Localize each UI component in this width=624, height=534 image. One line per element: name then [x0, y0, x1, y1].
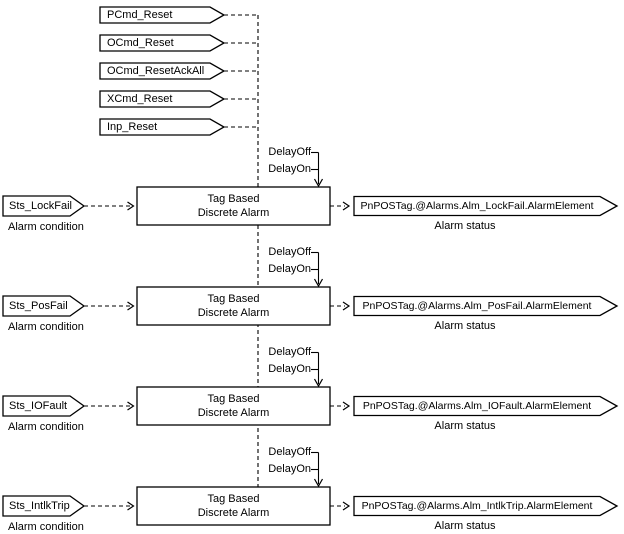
input-tag-label: Sts_PosFail — [9, 300, 68, 312]
delayon-label: DelayOn — [268, 463, 311, 475]
input-tag-label: Sts_IOFault — [9, 400, 68, 412]
input-caption: Alarm condition — [8, 321, 84, 333]
down-arrowhead-icon — [313, 178, 324, 188]
alarm-block-shape — [136, 286, 331, 326]
output-tag-label: PnPOSTag.@Alarms.Alm_PosFail.AlarmElemen… — [362, 300, 592, 312]
reset-tag-shape — [99, 34, 226, 52]
output-tag-label: PnPOSTag.@Alarms.Alm_LockFail.AlarmEleme… — [360, 200, 594, 212]
input-caption: Alarm condition — [8, 521, 84, 533]
input-caption: Alarm condition — [8, 421, 84, 433]
right-arrowhead-icon — [342, 501, 351, 511]
alarm-row — [2, 251, 619, 326]
down-arrowhead-icon — [313, 278, 324, 288]
reset-tag-label: Inp_Reset — [107, 121, 158, 133]
output-tag-shape — [353, 395, 619, 417]
block-label-line1: Tag Based — [207, 492, 260, 505]
reset-tag-shape — [99, 62, 226, 80]
delayon-label: DelayOn — [268, 163, 311, 175]
input-tag-shape — [2, 495, 86, 517]
alarm-block-shape — [136, 186, 331, 226]
right-arrowhead-icon — [342, 401, 351, 411]
delayoff-label: DelayOff — [268, 246, 311, 258]
alarm-block-label: Tag Based Discrete Alarm — [137, 287, 330, 325]
output-tag-label: PnPOSTag.@Alarms.Alm_IOFault.AlarmElemen… — [362, 400, 592, 412]
block-label-line2: Discrete Alarm — [197, 307, 270, 319]
output-tag-shape — [353, 495, 619, 517]
reset-tag-label: XCmd_Reset — [107, 93, 173, 105]
reset-tag-shape — [99, 90, 226, 108]
delayoff-label: DelayOff — [268, 446, 311, 458]
right-arrowhead-icon — [127, 201, 135, 211]
delayon-label: DelayOn — [268, 363, 311, 375]
output-tag-label: PnPOSTag.@Alarms.Alm_IntlkTrip.AlarmElem… — [361, 500, 593, 512]
input-tag-shape — [2, 195, 86, 217]
delayoff-label: DelayOff — [268, 146, 311, 158]
alarm-row — [2, 151, 619, 226]
reset-tag-label: OCmd_ResetAckAll — [107, 65, 205, 77]
alarm-block-shape — [136, 386, 331, 426]
alarm-row — [2, 451, 619, 526]
block-label-line2: Discrete Alarm — [197, 507, 270, 519]
alarm-block-label: Tag Based Discrete Alarm — [137, 487, 330, 525]
input-tag-shape — [2, 395, 86, 417]
output-tag-shape — [353, 195, 619, 217]
output-caption: Alarm status — [434, 520, 496, 532]
reset-tag-shape — [99, 118, 226, 136]
input-tag-shape — [2, 295, 86, 317]
block-label-line1: Tag Based — [207, 392, 260, 405]
delayoff-label: DelayOff — [268, 346, 311, 358]
right-arrowhead-icon — [127, 501, 135, 511]
alarm-block-label: Tag Based Discrete Alarm — [137, 187, 330, 225]
right-arrowhead-icon — [127, 301, 135, 311]
block-label-line1: Tag Based — [207, 292, 260, 305]
output-caption: Alarm status — [434, 220, 496, 232]
output-caption: Alarm status — [434, 420, 496, 432]
right-arrowhead-icon — [127, 401, 135, 411]
alarm-block-shape — [136, 486, 331, 526]
down-arrowhead-icon — [313, 478, 324, 488]
block-label-line1: Tag Based — [207, 192, 260, 205]
input-tag-label: Sts_LockFail — [9, 200, 72, 212]
input-tag-label: Sts_IntlkTrip — [9, 500, 70, 512]
reset-tag-label: PCmd_Reset — [107, 9, 173, 21]
right-arrowhead-icon — [342, 301, 351, 311]
output-tag-shape — [353, 295, 619, 317]
reset-tag-label: OCmd_Reset — [107, 37, 174, 49]
reset-tag-shape — [99, 6, 226, 24]
down-arrowhead-icon — [313, 378, 324, 388]
alarm-block-label: Tag Based Discrete Alarm — [137, 387, 330, 425]
output-caption: Alarm status — [434, 320, 496, 332]
alarm-row — [2, 351, 619, 426]
right-arrowhead-icon — [342, 201, 351, 211]
block-label-line2: Discrete Alarm — [197, 407, 270, 419]
block-label-line2: Discrete Alarm — [197, 207, 270, 219]
input-caption: Alarm condition — [8, 221, 84, 233]
delayon-label: DelayOn — [268, 263, 311, 275]
